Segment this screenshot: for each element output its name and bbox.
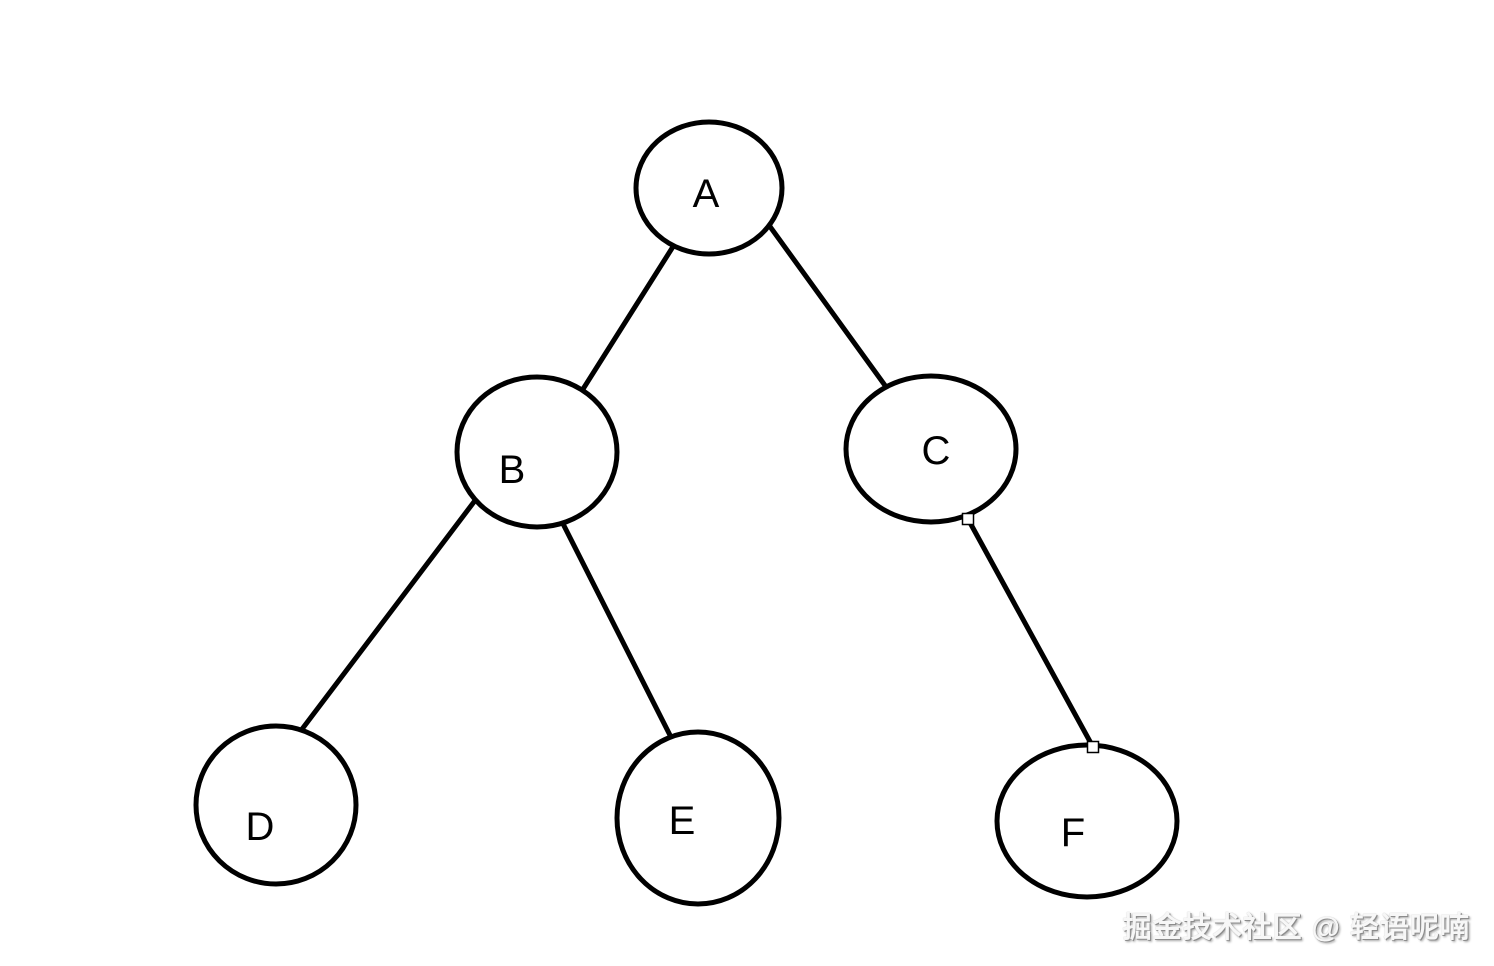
- node-F-label: F: [1061, 811, 1085, 855]
- edge-B-E: [550, 501, 681, 754]
- edge-A-B: [563, 212, 696, 419]
- edge-endpoint-handle: [1086, 740, 1100, 754]
- node-B: [454, 374, 620, 530]
- node-F: [994, 742, 1180, 900]
- node-B-label: B: [499, 448, 526, 492]
- node-A: [633, 119, 785, 257]
- edge-A-C: [755, 207, 900, 405]
- node-D-label: D: [246, 805, 275, 849]
- node-E: [614, 729, 782, 907]
- node-C-label: C: [922, 429, 951, 473]
- edge-endpoint-handle: [961, 512, 975, 526]
- node-D: [193, 723, 359, 887]
- node-C: [843, 373, 1019, 525]
- node-A-label: A: [693, 172, 720, 216]
- watermark-text: 掘金技术社区 @ 轻语呢喃: [1122, 912, 1470, 944]
- edge-B-D: [284, 483, 489, 752]
- edge-C-F: [965, 516, 1096, 750]
- node-E-label: E: [669, 799, 696, 843]
